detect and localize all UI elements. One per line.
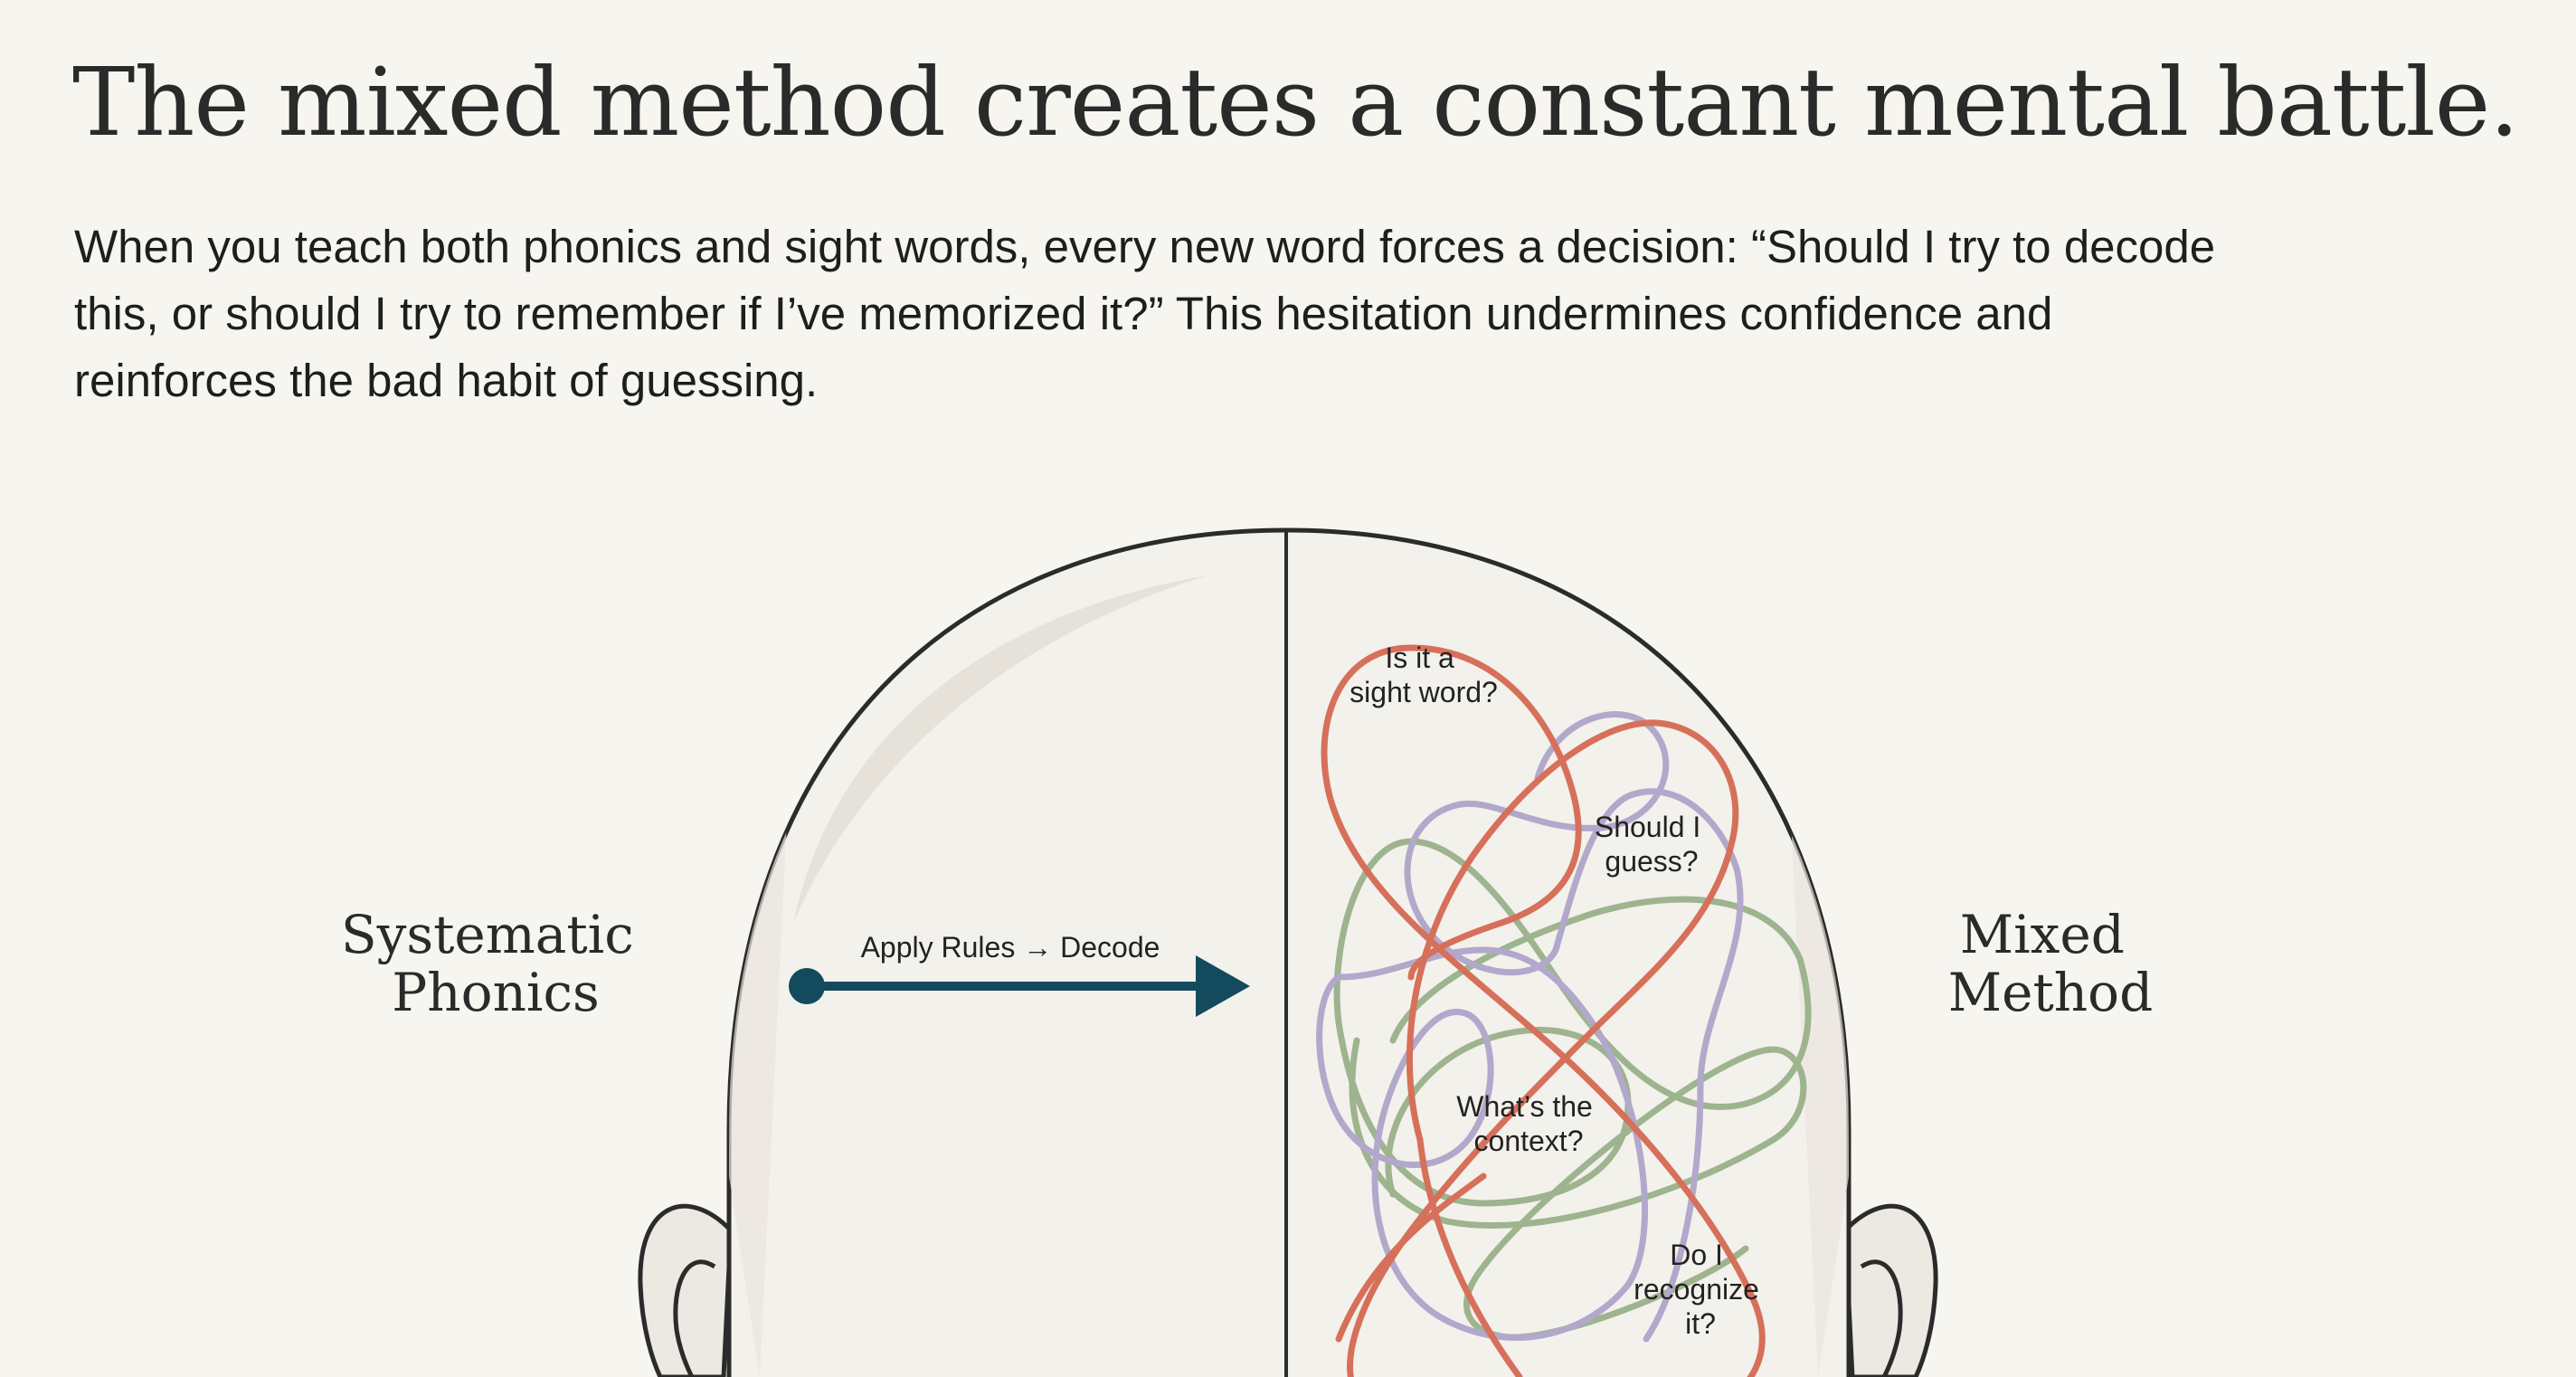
tangled-thoughts (1316, 644, 1812, 1377)
red-loop (1407, 644, 1582, 981)
paragraph-line: When you teach both phonics and sight wo… (74, 221, 2216, 272)
arrow-label: Apply Rules → Decode (861, 931, 1160, 964)
purple-loop (1404, 711, 1670, 976)
left-ear (638, 1203, 734, 1377)
question-recognize: Do I recognize it? (1634, 1239, 1767, 1340)
decode-arrow (789, 955, 1250, 1017)
question-context: What’s the context? (1456, 1090, 1600, 1157)
red-loop (1347, 719, 1739, 1377)
page-title: The mixed method creates a constant ment… (72, 47, 2519, 157)
green-loop (1333, 838, 1632, 1207)
purple-loop (1316, 946, 1649, 1342)
mixed-method-label: Mixed Method (1948, 904, 2153, 1023)
right-ear (1842, 1203, 1938, 1377)
red-loop (1335, 1136, 1523, 1377)
question-guess: Should I guess? (1595, 811, 1709, 878)
paragraph-line: reinforces the bad habit of guessing. (74, 355, 819, 406)
question-sight-word: Is it a sight word? (1350, 641, 1498, 708)
systematic-phonics-label: Systematic Phonics (341, 904, 650, 1023)
red-loop (1321, 644, 1766, 1377)
paragraph-line: this, or should I try to remember if I’v… (74, 288, 2053, 339)
intro-paragraph: When you teach both phonics and sight wo… (74, 214, 2215, 414)
